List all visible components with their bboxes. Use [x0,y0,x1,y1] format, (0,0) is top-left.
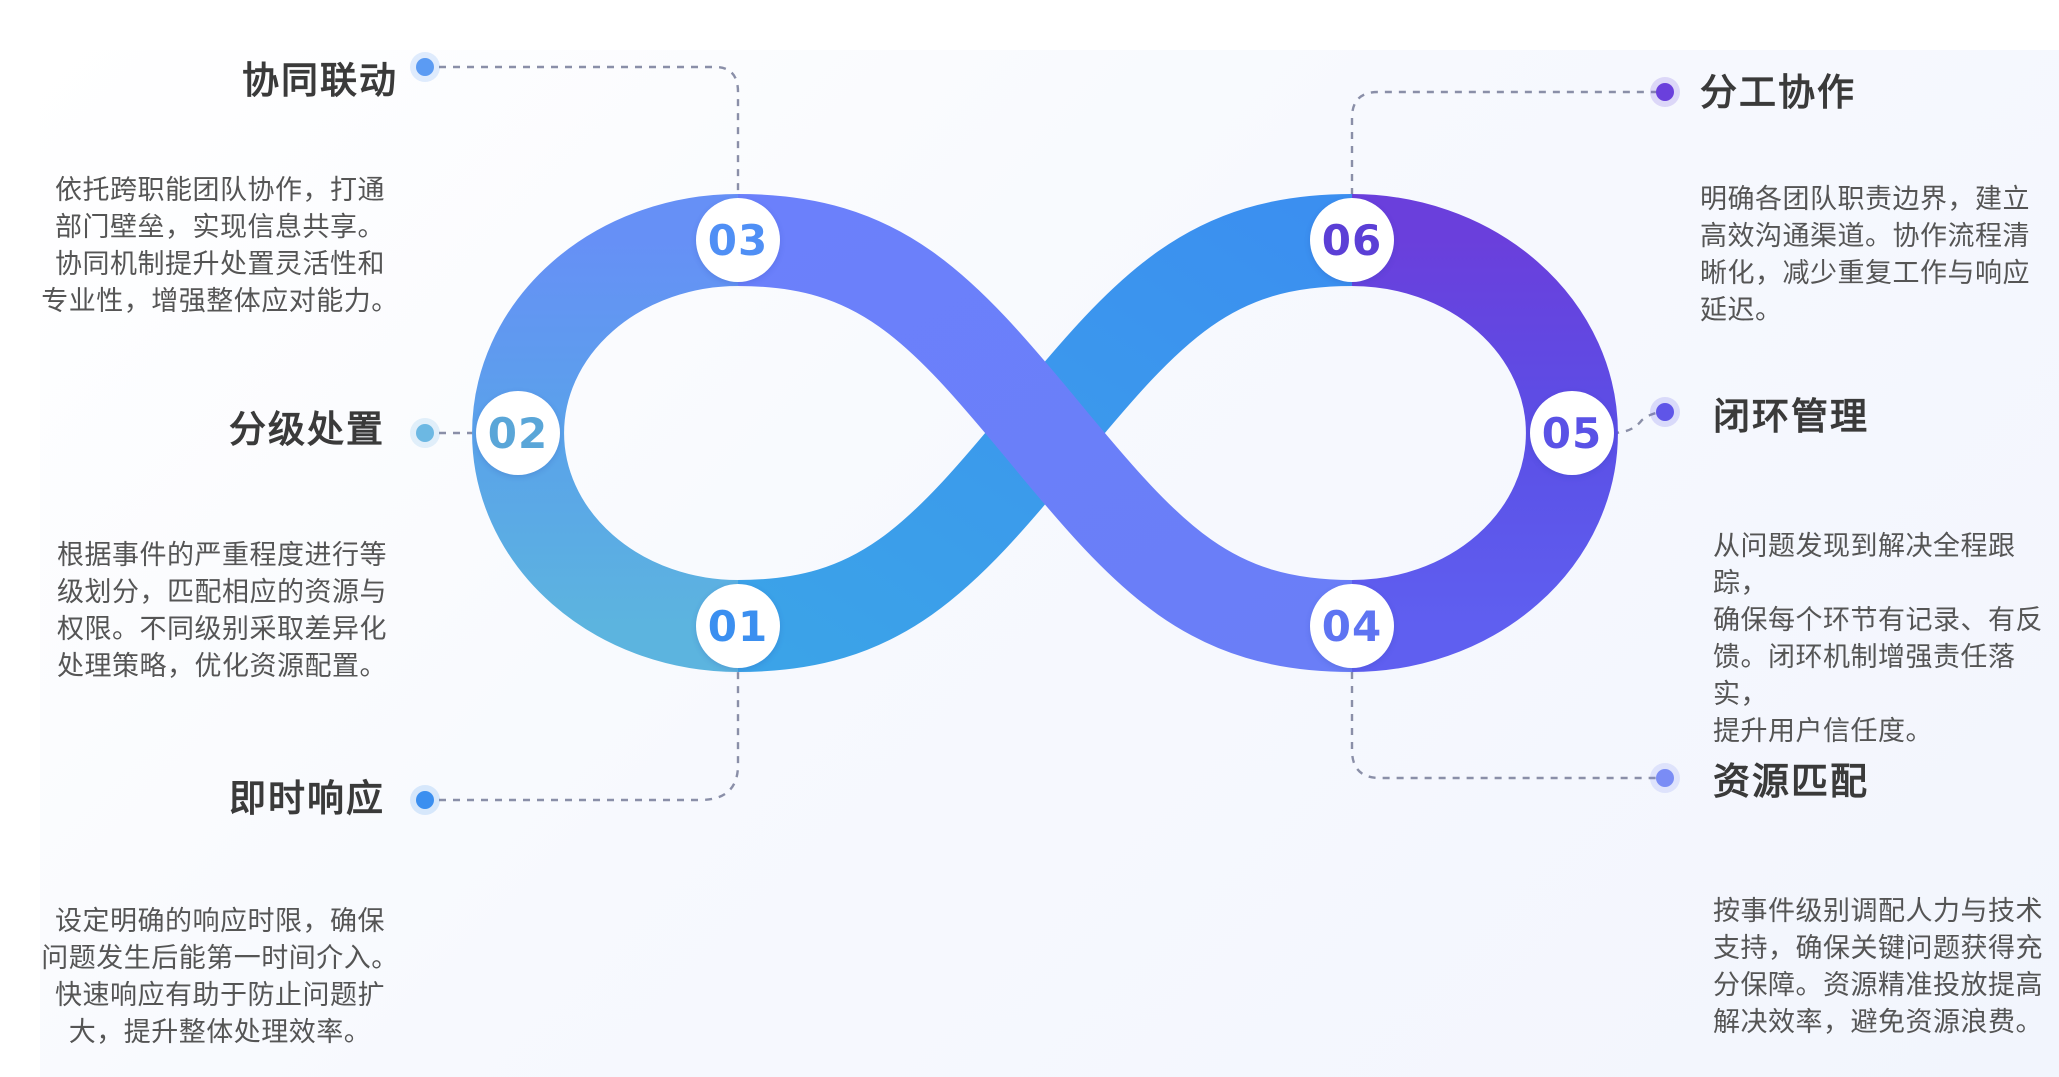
desc-line: 确保每个环节有记录、有反 [1713,605,2043,636]
desc-line: 处理策略，优化资源配置。 [57,651,387,682]
desc-line: 延迟。 [1700,295,1783,326]
desc-line: 专业性，增强整体应对能力。 [41,286,399,317]
desc-line: 级划分，匹配相应的资源与 [57,577,387,608]
desc-line: 解决效率，避免资源浪费。 [1713,1007,2043,1038]
connector-dot-05 [1656,403,1674,421]
step-title-03: 协同联动 [242,59,398,102]
desc-line: 部门壁垒，实现信息共享。 [55,212,385,243]
connector-dot-01 [416,791,434,809]
desc-line: 根据事件的严重程度进行等 [57,540,387,571]
step-title-04: 资源匹配 [1713,760,1869,803]
background-panel [40,50,2059,1077]
step-title-02: 分级处置 [229,408,385,451]
band-fall [737,194,1353,672]
desc-line: 依托跨职能团队协作，打通 [55,175,385,206]
desc-line: 支持，确保关键问题获得充 [1713,933,2043,964]
step-number-06: 06 [1310,198,1394,282]
step-title-06: 分工协作 [1700,71,1856,114]
step-desc-05: 从问题发现到解决全程跟踪， 确保每个环节有记录、有反馈。闭环机制增强责任落实， 提升… [1713,528,2059,750]
step-title-05: 闭环管理 [1713,395,1869,438]
desc-line: 馈。闭环机制增强责任落实， [1713,642,2016,710]
step-number-05: 05 [1530,391,1614,475]
desc-line: 大，提升整体处理效率。 [68,1017,372,1048]
desc-line: 问题发生后能第一时间介入。 [41,943,399,974]
connector-06 [1350,90,1662,195]
step-desc-03: 依托跨职能团队协作，打通部门壁垒，实现信息共享。协同机制提升处置灵活性和专业性，… [40,172,400,320]
desc-line: 高效沟通渠道。协作流程清 [1700,221,2030,252]
step-number-04: 04 [1310,584,1394,668]
connector-dot-02 [416,424,434,442]
step-title-01: 即时响应 [229,777,385,820]
connector-05 [1611,410,1666,435]
step-number-02: 02 [476,391,560,475]
step-desc-02: 根据事件的严重程度进行等级划分，匹配相应的资源与权限。不同级别采取差异化处理策略… [42,537,402,685]
desc-line: 按事件级别调配人力与技术 [1713,896,2043,927]
step-desc-04: 按事件级别调配人力与技术支持，确保关键问题获得充分保障。资源精准投放提高解决效率… [1713,893,2059,1041]
connector-dot-06 [1656,83,1674,101]
connector-04 [1350,672,1662,780]
desc-line: 设定明确的响应时限，确保 [55,906,385,937]
desc-line: 快速响应有助于防止问题扩 [55,980,385,1011]
desc-line: 协同机制提升处置灵活性和 [55,249,385,280]
desc-line: 权限。不同级别采取差异化 [57,614,387,645]
desc-line: 明确各团队职责边界，建立 [1700,184,2030,215]
connector-03 [425,65,740,195]
step-number-01: 01 [696,584,780,668]
desc-line: 分保障。资源精准投放提高 [1713,970,2043,1001]
connector-01 [425,672,740,802]
desc-line: 提升用户信任度。 [1713,716,1933,747]
step-desc-01: 设定明确的响应时限，确保问题发生后能第一时间介入。快速响应有助于防止问题扩大，提… [40,903,400,1051]
step-desc-06: 明确各团队职责边界，建立高效沟通渠道。协作流程清晰化，减少重复工作与响应延迟。 [1700,181,2050,329]
desc-line: 从问题发现到解决全程跟踪， [1713,531,2016,599]
step-number-03: 03 [696,198,780,282]
connector-dot-04 [1656,769,1674,787]
desc-line: 晰化，减少重复工作与响应 [1700,258,2030,289]
connector-dot-03 [416,58,434,76]
